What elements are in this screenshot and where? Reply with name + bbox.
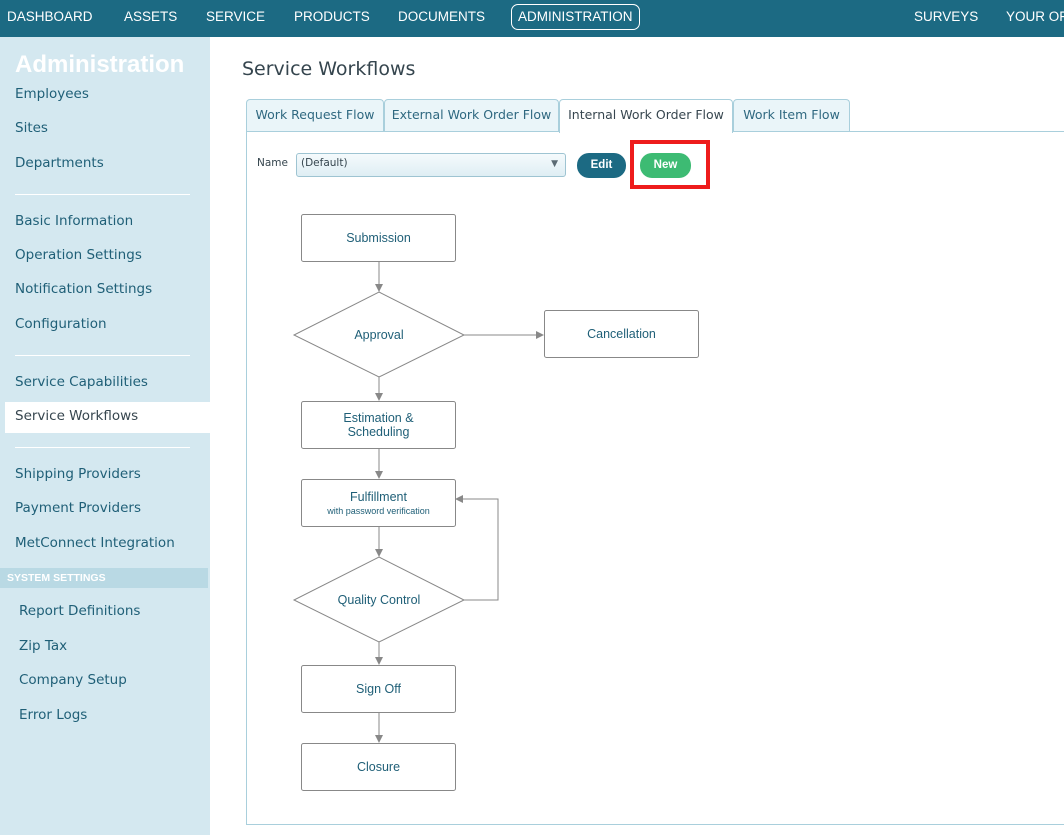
sidebar-item-employees[interactable]: Employees xyxy=(15,86,89,102)
sidebar-item-sites[interactable]: Sites xyxy=(15,120,48,136)
node-sublabel: with password verification xyxy=(327,505,430,516)
edit-button[interactable]: Edit xyxy=(577,153,626,178)
sidebar-item-error-logs[interactable]: Error Logs xyxy=(19,707,88,723)
node-label: Submission xyxy=(346,231,411,245)
node-label: Approval xyxy=(354,328,404,342)
sidebar-divider xyxy=(15,447,190,448)
node-label-line2: Scheduling xyxy=(347,425,410,439)
tab-external-work-order-flow[interactable]: External Work Order Flow xyxy=(384,99,559,132)
name-label: Name xyxy=(257,157,288,169)
approval-node[interactable]: Approval xyxy=(319,315,439,355)
top-nav-bar: DASHBOARD ASSETS SERVICE PRODUCTS DOCUME… xyxy=(0,0,1064,37)
workflow-name-select[interactable]: (Default) ▼ xyxy=(296,153,566,177)
sidebar-item-service-capabilities[interactable]: Service Capabilities xyxy=(15,374,148,390)
sidebar-item-metconnect-integration[interactable]: MetConnect Integration xyxy=(15,535,175,551)
nav-service[interactable]: SERVICE xyxy=(206,9,266,24)
nav-assets[interactable]: ASSETS xyxy=(124,9,178,24)
node-label: Fulfillment xyxy=(350,489,407,504)
sidebar-item-label: Service Workflows xyxy=(15,408,139,424)
nav-products[interactable]: PRODUCTS xyxy=(294,9,370,24)
sidebar-title: Administration xyxy=(15,51,185,78)
sidebar-item-basic-information[interactable]: Basic Information xyxy=(15,213,134,229)
sidebar-item-configuration[interactable]: Configuration xyxy=(15,316,107,332)
system-settings-header: SYSTEM SETTINGS xyxy=(0,568,208,588)
new-button[interactable]: New xyxy=(640,153,691,178)
submission-node[interactable]: Submission xyxy=(302,215,455,261)
tab-internal-work-order-flow[interactable]: Internal Work Order Flow xyxy=(559,99,733,133)
highlight-box xyxy=(630,140,710,189)
sign-off-node[interactable]: Sign Off xyxy=(302,666,455,712)
quality-control-node[interactable]: Quality Control xyxy=(319,580,439,620)
sidebar-divider xyxy=(15,194,190,195)
nav-documents[interactable]: DOCUMENTS xyxy=(398,9,485,24)
sidebar-item-shipping-providers[interactable]: Shipping Providers xyxy=(15,466,141,482)
sidebar-item-company-setup[interactable]: Company Setup xyxy=(19,672,127,688)
sidebar-item-service-workflows[interactable]: Service Workflows xyxy=(5,402,210,433)
estimation-scheduling-node[interactable]: Estimation & Scheduling xyxy=(302,402,455,448)
sidebar-item-operation-settings[interactable]: Operation Settings xyxy=(15,247,142,263)
sidebar-item-departments[interactable]: Departments xyxy=(15,155,104,171)
page-title: Service Workflows xyxy=(242,58,416,80)
nav-your-office[interactable]: YOUR OF xyxy=(1006,9,1064,24)
nav-administration[interactable]: ADMINISTRATION xyxy=(511,4,640,30)
node-label: Sign Off xyxy=(356,682,401,696)
sidebar-item-notification-settings[interactable]: Notification Settings xyxy=(15,281,153,297)
node-label: Quality Control xyxy=(337,593,421,607)
node-label: Cancellation xyxy=(587,327,656,341)
tab-work-item-flow[interactable]: Work Item Flow xyxy=(733,99,850,132)
cancellation-node[interactable]: Cancellation xyxy=(545,311,698,357)
sidebar-item-payment-providers[interactable]: Payment Providers xyxy=(15,500,142,516)
tab-work-request-flow[interactable]: Work Request Flow xyxy=(246,99,384,132)
sidebar-divider xyxy=(15,355,190,356)
node-label-line1: Estimation & xyxy=(343,411,414,425)
sidebar: Administration Employees Sites Departmen… xyxy=(0,37,210,835)
nav-surveys[interactable]: SURVEYS xyxy=(914,9,979,24)
sidebar-item-zip-tax[interactable]: Zip Tax xyxy=(19,638,68,654)
node-label: Closure xyxy=(356,760,401,774)
fulfillment-node[interactable]: Fulfillment with password verification xyxy=(302,480,455,526)
sidebar-item-report-definitions[interactable]: Report Definitions xyxy=(19,603,141,619)
nav-dashboard[interactable]: DASHBOARD xyxy=(7,9,93,24)
closure-node[interactable]: Closure xyxy=(302,744,455,790)
selected-value: (Default) xyxy=(301,157,348,169)
dropdown-arrow-icon: ▼ xyxy=(551,159,558,169)
